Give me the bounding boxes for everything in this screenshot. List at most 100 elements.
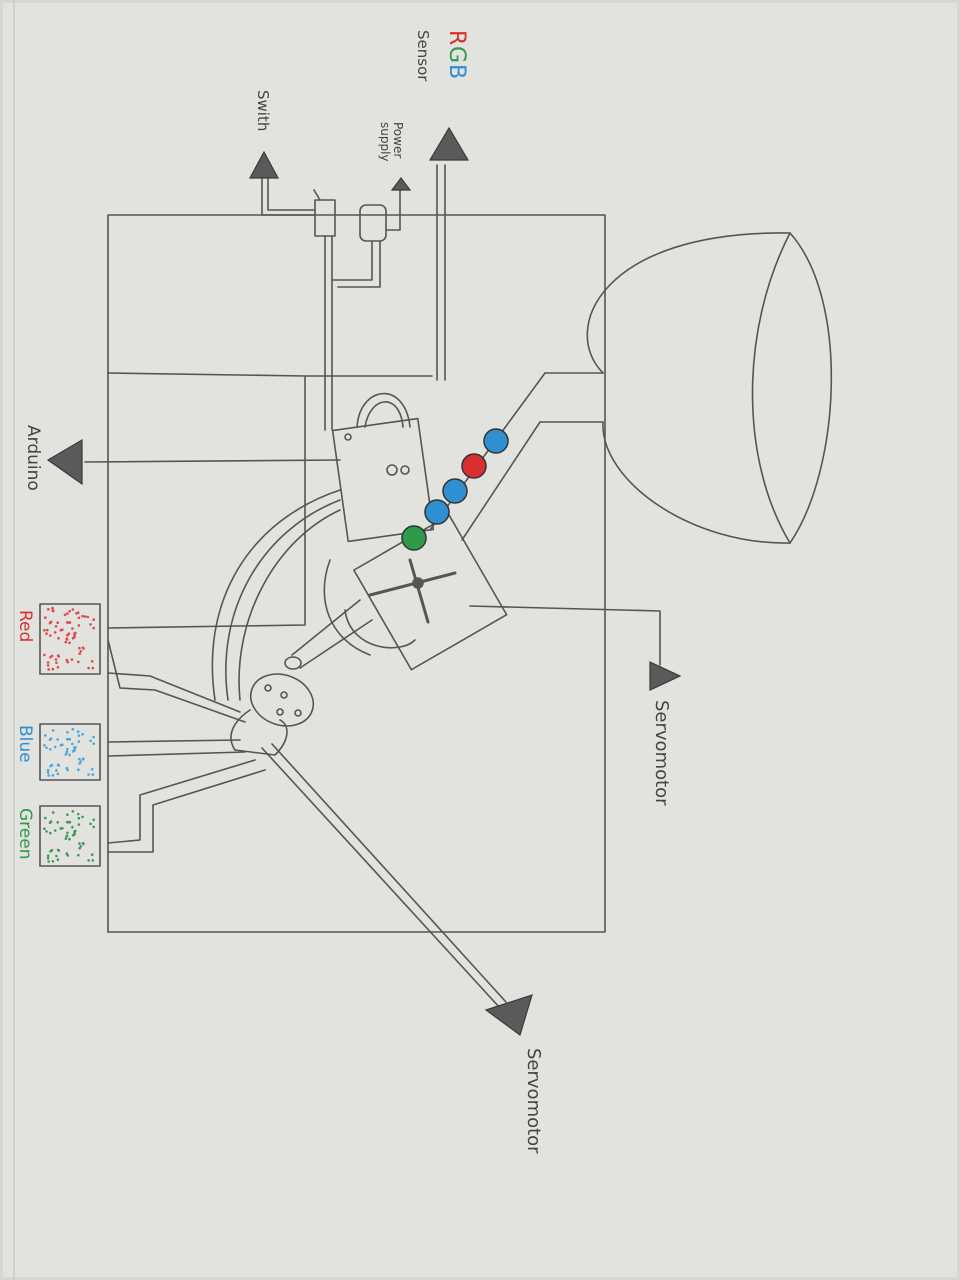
- container-dot: [84, 615, 87, 618]
- container-dot: [57, 637, 60, 640]
- container-dot: [47, 664, 50, 667]
- container-dot: [66, 813, 69, 816]
- container-dot: [65, 753, 68, 756]
- container-dot: [45, 747, 48, 750]
- ball-blue-3: [425, 500, 449, 524]
- container-dot: [78, 624, 81, 627]
- container-dot: [47, 668, 50, 671]
- container-dot: [71, 826, 74, 829]
- container-dot: [56, 821, 59, 824]
- green-label: Green: [15, 808, 35, 859]
- container-dot: [67, 621, 70, 624]
- container-dot: [78, 734, 81, 737]
- container-dot: [91, 660, 94, 663]
- container-dot: [72, 608, 75, 611]
- container-dot: [82, 757, 85, 760]
- container-dot: [92, 618, 95, 621]
- container-dot: [49, 748, 52, 751]
- container-dot: [82, 842, 85, 845]
- container-dot: [68, 610, 71, 613]
- container-dot: [47, 771, 50, 774]
- container-dot: [81, 615, 84, 618]
- container-dot: [50, 820, 53, 823]
- container-dot: [92, 742, 95, 745]
- container-dot: [47, 774, 50, 777]
- container-dot: [43, 744, 46, 747]
- container-dot: [51, 607, 54, 610]
- container-dot: [78, 823, 81, 826]
- red-label: Red: [15, 610, 35, 642]
- container-dot: [46, 629, 49, 632]
- container-dot: [66, 637, 69, 640]
- container-dot: [56, 621, 59, 624]
- container-dot: [82, 646, 85, 649]
- container-dot: [71, 627, 74, 630]
- container-dot: [54, 829, 57, 832]
- container-dot: [47, 860, 50, 863]
- container-dot: [78, 647, 81, 650]
- container-dot: [57, 654, 60, 657]
- container-dot: [55, 658, 58, 661]
- container-dot: [56, 738, 59, 741]
- container-dot: [81, 733, 84, 736]
- container-dot: [44, 734, 47, 737]
- container-dot: [52, 668, 55, 671]
- container-dot: [66, 769, 69, 772]
- container-dot: [87, 616, 90, 619]
- ball-blue-1: [484, 429, 508, 453]
- container-dot: [60, 744, 63, 747]
- container-dot: [92, 667, 95, 670]
- container-dot: [47, 857, 50, 860]
- container-dot: [87, 859, 90, 862]
- container-dot: [55, 855, 58, 858]
- container-dot: [64, 614, 67, 617]
- container-dot: [49, 850, 52, 853]
- container-dot: [43, 654, 46, 657]
- container-dot: [52, 860, 55, 863]
- container-dot: [77, 854, 80, 857]
- rgb-label-b: B: [444, 64, 469, 79]
- container-dot: [77, 730, 80, 733]
- power-supply-label-1: Power: [391, 122, 405, 158]
- container-dot: [55, 625, 58, 628]
- container-dot: [74, 632, 77, 635]
- container-dot: [68, 642, 71, 645]
- container-dot: [80, 845, 83, 848]
- container-dot: [92, 773, 95, 776]
- container-dot: [47, 661, 50, 664]
- container-dot: [73, 636, 76, 639]
- container-dot: [89, 823, 92, 826]
- container-dot: [68, 838, 71, 841]
- container-dot: [60, 827, 63, 830]
- container-dot: [80, 760, 83, 763]
- container-dot: [54, 746, 57, 749]
- ball-green: [402, 526, 426, 550]
- rgb-label-r: R: [444, 30, 469, 45]
- container-dot: [49, 656, 52, 659]
- container-dot: [66, 748, 69, 751]
- ball-red: [462, 454, 486, 478]
- container-dot: [66, 751, 69, 754]
- container-dot: [78, 817, 81, 820]
- container-dot: [57, 858, 60, 861]
- container-dot: [73, 833, 76, 836]
- container-dot: [68, 754, 71, 757]
- container-dot: [89, 623, 92, 626]
- container-dot: [47, 769, 50, 772]
- container-dot: [87, 667, 90, 670]
- container-dot: [89, 739, 92, 742]
- container-dot: [49, 634, 52, 637]
- container-dot: [57, 666, 60, 669]
- container-dot: [71, 658, 74, 661]
- container-dot: [71, 743, 74, 746]
- container-dot: [66, 832, 69, 835]
- container-dot: [78, 842, 81, 845]
- container-dot: [43, 827, 46, 830]
- container-dot: [78, 652, 81, 655]
- container-dot: [80, 650, 83, 653]
- container-dot: [66, 661, 69, 664]
- container-dot: [60, 629, 63, 632]
- container-dot: [57, 773, 60, 776]
